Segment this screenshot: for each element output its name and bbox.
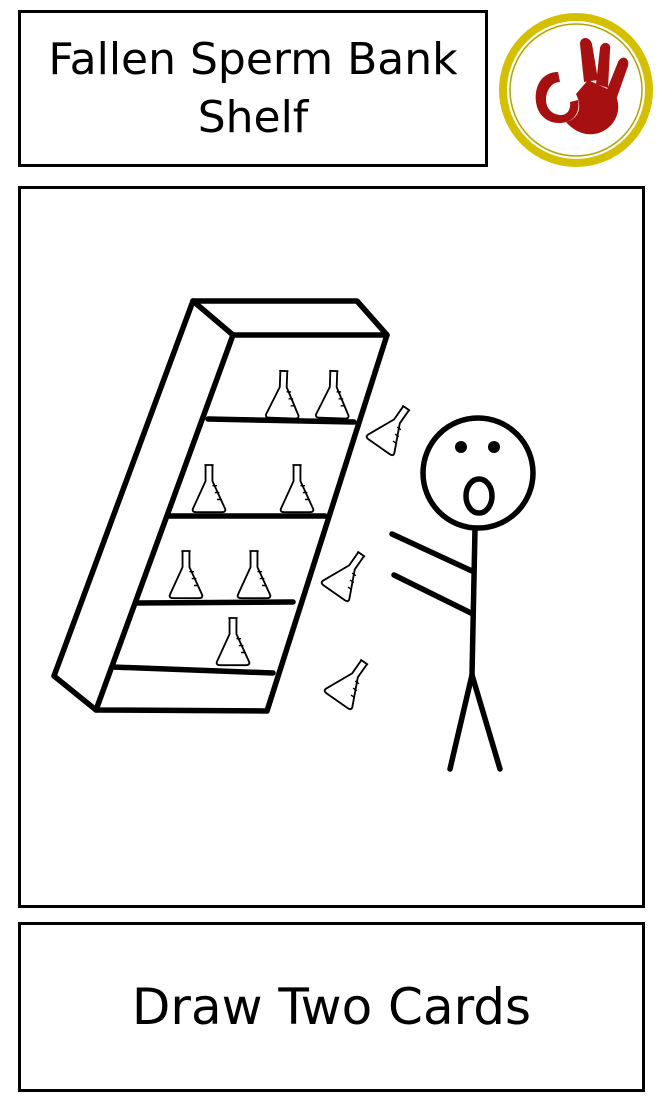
card-illustration xyxy=(18,186,645,908)
ok-hand-icon xyxy=(499,13,653,167)
card-action-text: Draw Two Cards xyxy=(131,978,532,1036)
card-type-badge xyxy=(496,10,656,170)
fallen-shelf-illustration xyxy=(51,298,536,772)
card-title-box: Fallen Sperm Bank Shelf xyxy=(18,10,488,167)
card-action-box: Draw Two Cards xyxy=(18,922,645,1092)
card-title: Fallen Sperm Bank Shelf xyxy=(48,33,458,143)
